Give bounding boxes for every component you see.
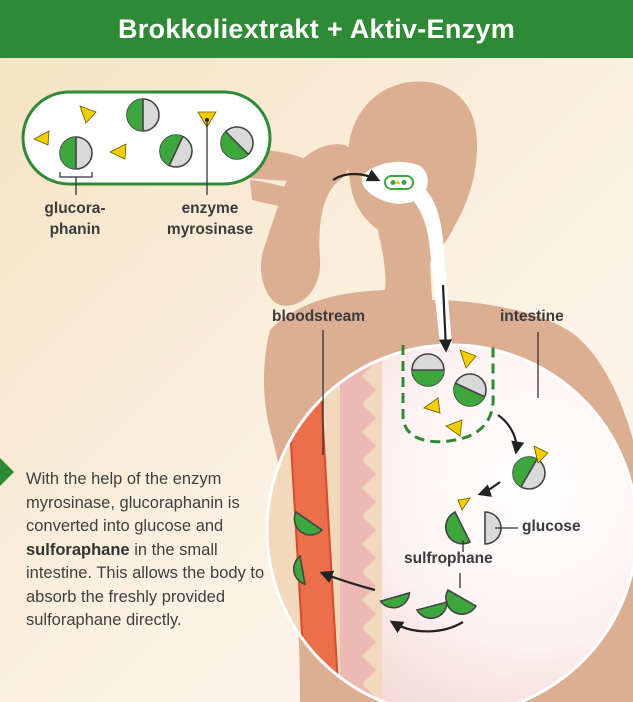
sulforaphane-half <box>445 588 478 615</box>
bloodstream-label: bloodstream <box>272 308 366 325</box>
glucoraphanin-molecule <box>126 98 160 132</box>
glucose-half <box>484 511 502 545</box>
enzyme-triangle <box>459 349 477 369</box>
glucoraphanin-molecule <box>220 126 254 160</box>
enzyme-label: enzyme myrosinase <box>166 200 254 238</box>
enzyme-triangle <box>79 105 97 124</box>
sulforaphane-half <box>293 510 324 536</box>
sulforaphane-half <box>379 591 411 609</box>
intestine-label: intestine <box>500 308 564 325</box>
sulfrophane-label: sulfrophane <box>404 550 493 567</box>
enzyme-triangle <box>445 419 463 437</box>
enzyme-triangle <box>457 497 471 511</box>
glucoraphanin-label: glucora- phanin <box>44 200 106 238</box>
glucoraphanin-molecule <box>59 136 93 170</box>
glucose-label: glucose <box>522 518 581 535</box>
capsule-in-mouth-icon <box>384 175 414 190</box>
sulforaphane-half <box>292 554 306 586</box>
reacting-molecule <box>512 445 549 490</box>
enzyme-triangle <box>109 143 127 160</box>
sulforaphane-half <box>415 600 448 620</box>
page-title: Brokkoliextrakt + Aktiv-Enzym <box>0 0 633 58</box>
arrow-down <box>438 284 453 353</box>
description: With the help of the enzym myrosinase, g… <box>26 470 265 629</box>
enzyme-triangle <box>423 397 441 414</box>
arrow-into-mouth <box>332 169 381 182</box>
sulforaphane-half <box>444 510 472 545</box>
glucoraphanin-molecule <box>411 353 445 387</box>
intestine-wall <box>401 345 495 444</box>
pointer-arrow <box>0 458 14 486</box>
enzyme-triangle <box>33 130 50 146</box>
glucoraphanin-molecule <box>159 134 193 168</box>
glucoraphanin-molecule <box>453 373 487 407</box>
